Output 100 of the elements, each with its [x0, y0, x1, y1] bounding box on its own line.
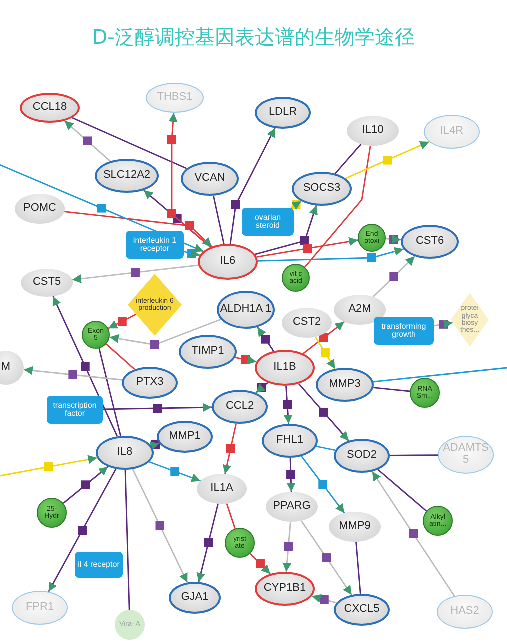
gene-ellipse — [157, 421, 213, 453]
connector-line — [334, 144, 362, 174]
gene-ellipse — [179, 335, 237, 369]
node-label: CST5 — [32, 277, 62, 289]
connector-line — [304, 146, 372, 268]
node-label: SOD2 — [347, 450, 377, 462]
process-box — [126, 231, 184, 259]
arrow — [102, 403, 212, 413]
arrow — [302, 321, 345, 354]
connector-line — [373, 367, 507, 383]
arrow — [235, 356, 257, 364]
chemical-circle — [82, 321, 110, 349]
node-label: PPARG — [273, 501, 311, 513]
gene-ellipse — [334, 295, 386, 325]
connector-line — [316, 446, 336, 452]
gene-ellipse — [292, 172, 352, 206]
arrow — [372, 471, 456, 597]
node-label: IL8 — [117, 447, 133, 459]
chemical-circle — [115, 610, 145, 640]
gene-ellipse — [20, 93, 80, 123]
node-label: CCL2 — [226, 401, 254, 413]
arrow — [258, 247, 404, 262]
connector-line — [390, 454, 438, 456]
node-label: transforming growth — [380, 322, 428, 340]
arrow — [184, 249, 200, 258]
arrow — [372, 256, 416, 298]
arrow — [64, 120, 111, 162]
process-box — [75, 552, 123, 578]
arrow — [300, 520, 352, 596]
arrow — [255, 206, 318, 256]
node-label: HAS2 — [450, 606, 480, 618]
gene-ellipse — [401, 225, 459, 259]
gene-ellipse — [329, 512, 381, 542]
connector-line — [212, 196, 225, 244]
arrow — [222, 424, 237, 474]
connector-line — [106, 344, 136, 370]
gene-ellipse — [316, 368, 374, 402]
arrow — [149, 461, 201, 482]
gene-ellipse — [424, 115, 480, 149]
node-label: GJA1 — [181, 592, 209, 604]
chemical-circle — [37, 498, 67, 528]
process-diamond — [128, 274, 182, 336]
node-label: VCAN — [194, 173, 226, 185]
node-label: SOCS3 — [303, 183, 341, 195]
gene-ellipse — [181, 162, 239, 196]
arrow — [0, 455, 98, 477]
gene-ellipse — [266, 492, 318, 522]
arrow — [386, 235, 402, 244]
gene-ellipse — [255, 572, 315, 606]
arrow — [24, 366, 123, 381]
connector-line — [374, 387, 410, 392]
process-box — [242, 208, 294, 236]
arrow — [48, 468, 117, 592]
node-label: PTX3 — [136, 377, 164, 389]
node-label: MMP3 — [329, 379, 361, 391]
arrow — [110, 318, 222, 350]
gene-ellipse — [146, 83, 204, 113]
chemical-circle — [423, 506, 453, 536]
gene-ellipse — [334, 594, 390, 626]
arrow — [108, 314, 137, 330]
arrow — [196, 504, 219, 582]
node-label: interleukin 1 receptor — [132, 236, 178, 254]
process-box — [374, 317, 434, 345]
gene-ellipse — [198, 244, 258, 280]
node-label: CST2 — [292, 317, 322, 329]
arrow — [150, 440, 160, 450]
arrow — [286, 458, 296, 492]
node-label: CYP1B1 — [264, 583, 306, 595]
process-diamond — [451, 293, 489, 347]
node-label: MMP9 — [339, 521, 371, 533]
gene-ellipse — [96, 436, 154, 470]
arrow — [301, 456, 346, 514]
node-label: M — [1, 362, 11, 374]
gene-ellipse — [255, 97, 311, 129]
gene-ellipse — [347, 116, 399, 146]
arrow — [345, 141, 430, 180]
node-label: ovarian steroid — [254, 214, 282, 230]
gene-ellipse — [282, 308, 332, 338]
arrow — [434, 320, 454, 329]
node-label: SLC12A2 — [103, 170, 151, 182]
node-label: CXCL5 — [344, 604, 380, 616]
gene-ellipse — [21, 269, 73, 297]
chemical-circle — [410, 378, 440, 408]
chemical-circle — [282, 264, 310, 292]
arrow — [256, 238, 358, 258]
node-label: IL4R — [440, 126, 464, 138]
arrow — [315, 336, 336, 370]
node-label: MMP1 — [169, 431, 201, 443]
node-label: FPR1 — [26, 602, 54, 614]
arrow — [312, 594, 337, 604]
gene-ellipse — [334, 439, 390, 473]
node-label: THBS1 — [157, 92, 193, 104]
arrow — [257, 327, 274, 352]
gene-ellipse — [437, 595, 493, 629]
node-label: ALDH1A 1 — [220, 304, 272, 316]
arrow — [52, 296, 118, 437]
diagram-title: D-泛醇调控基因表达谱的生物学途径 — [91, 24, 416, 51]
arrow — [282, 522, 293, 572]
gene-ellipse — [255, 350, 315, 386]
gene-ellipse — [122, 367, 178, 399]
